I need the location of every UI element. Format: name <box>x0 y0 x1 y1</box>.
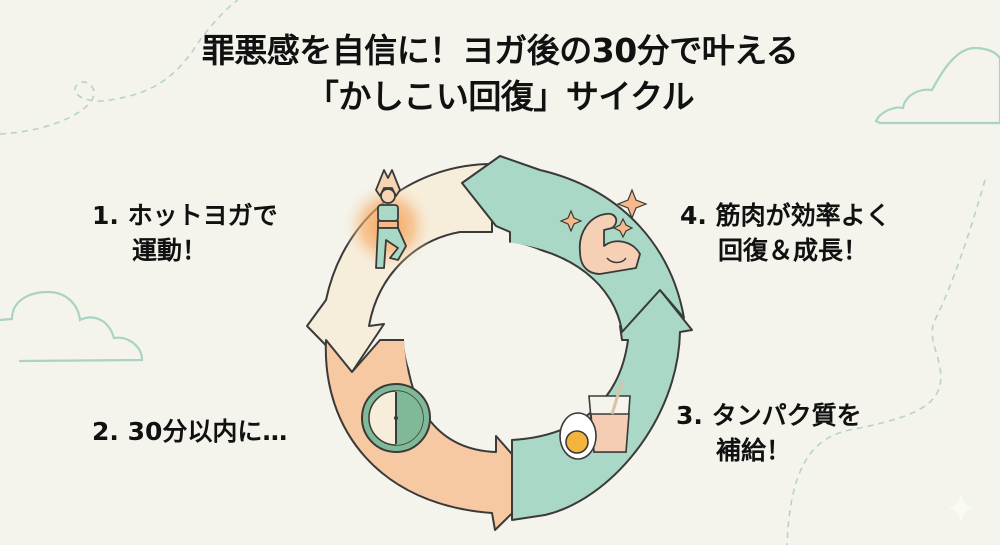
sparkle-icon <box>559 188 648 239</box>
step-3-line-2: 補給！ <box>716 436 792 465</box>
step-2-label: 2. 30分以内に… <box>92 414 287 449</box>
title-line-2: 「かしこい回復」サイクル <box>305 77 695 116</box>
step-3-line-1: 3. タンパク質を <box>676 401 862 430</box>
flexed-arm-icon <box>559 188 648 275</box>
cycle-segment-4 <box>461 155 685 333</box>
clock-icon <box>361 383 431 453</box>
yoga-pose-icon <box>342 169 434 272</box>
title-line-1: 罪悪感を自信に！ヨガ後の30分で叶える <box>201 31 799 70</box>
page-title: 罪悪感を自信に！ヨガ後の30分で叶える 「かしこい回復」サイクル <box>0 28 1000 120</box>
step-2-line-1: 2. 30分以内に… <box>92 417 288 446</box>
step-3-label: 3. タンパク質を 補給！ <box>676 398 862 468</box>
step-4-label: 4. 筋肉が効率よく 回復＆成長！ <box>680 198 891 268</box>
step-4-line-2: 回復＆成長！ <box>718 236 869 265</box>
cloud-icon <box>0 46 1000 363</box>
egg-and-shake-icon <box>559 381 631 460</box>
step-1-line-1: 1. ホットヨガで <box>92 201 278 230</box>
step-1-line-2: 運動！ <box>132 236 208 265</box>
sparkle-icon <box>948 492 974 524</box>
step-1-label: 1. ホットヨガで 運動！ <box>92 198 278 268</box>
step-4-line-1: 4. 筋肉が効率よく <box>680 201 891 230</box>
